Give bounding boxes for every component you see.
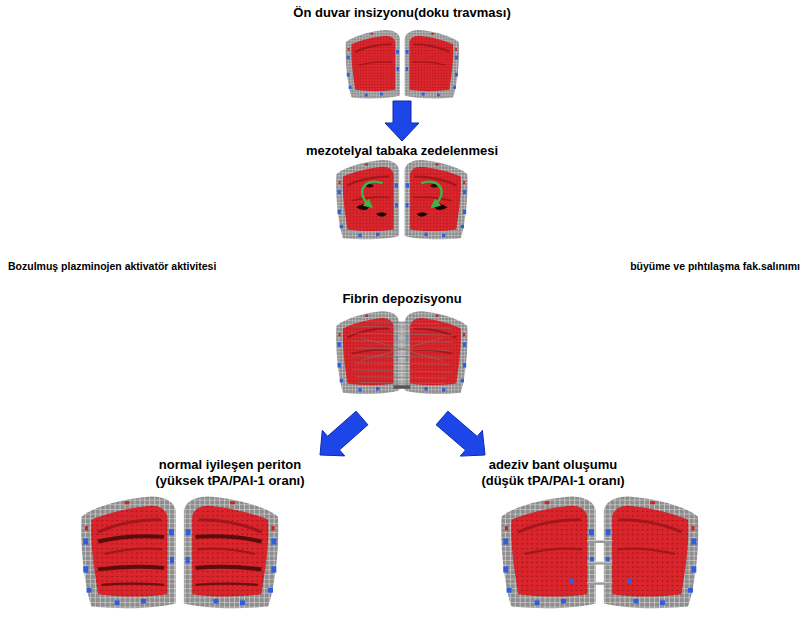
step-node: Ön duvar insizyonu(doku travması)	[248, 3, 556, 101]
blue-spot	[627, 579, 632, 584]
injured-tissue-illustration	[336, 160, 467, 239]
tissue-panel	[405, 30, 459, 98]
tissue-panel	[604, 497, 698, 609]
fibrin-illustration	[336, 311, 467, 394]
step-node: normal iyileşen periton (yüksek tPA/PAI-…	[119, 455, 341, 489]
adhesion-illustration	[501, 497, 698, 609]
block-arrow	[320, 411, 368, 456]
tissue-panel	[501, 497, 595, 609]
step-text: adeziv bant oluşumu (düşük tPA/PAI-1 ora…	[442, 455, 664, 489]
step-node: Fibrin depozisyonu	[248, 289, 556, 418]
injury-mark	[356, 182, 387, 217]
tissue-panel	[184, 497, 278, 609]
side-label: Bozulmuş plazminojen aktivatör aktivites…	[8, 260, 216, 273]
healing-stripes	[195, 536, 261, 585]
blue-spot	[569, 579, 574, 584]
step-text: Ön duvar insizyonu(doku travması)	[248, 3, 556, 21]
healing-stripes	[98, 536, 164, 585]
fibrin-strands	[350, 322, 455, 384]
healed-tissue-illustration	[81, 497, 278, 609]
tissue-panel	[81, 497, 175, 609]
step-text: Fibrin depozisyonu	[248, 289, 556, 307]
tissue-panel	[405, 160, 468, 239]
fibrin-mass	[394, 322, 411, 389]
injury-mark	[417, 182, 448, 217]
side-label: büyüme ve pıhtılaşma fak.salınımı	[630, 260, 800, 273]
step-text: normal iyileşen periton (yüksek tPA/PAI-…	[119, 455, 341, 489]
tissue-illustration	[346, 30, 459, 98]
block-arrow	[385, 101, 419, 141]
step-node: mezotelyal tabaka zedelenmesi	[248, 141, 556, 244]
tissue-panel	[336, 160, 399, 239]
tissue-panel	[346, 30, 400, 98]
adhesive-band-highlight	[587, 540, 612, 582]
fibrin-band	[394, 385, 411, 388]
step-node: adeziv bant oluşumu (düşük tPA/PAI-1 ora…	[442, 455, 664, 489]
block-arrow	[436, 411, 485, 456]
step-text: mezotelyal tabaka zedelenmesi	[248, 141, 556, 159]
